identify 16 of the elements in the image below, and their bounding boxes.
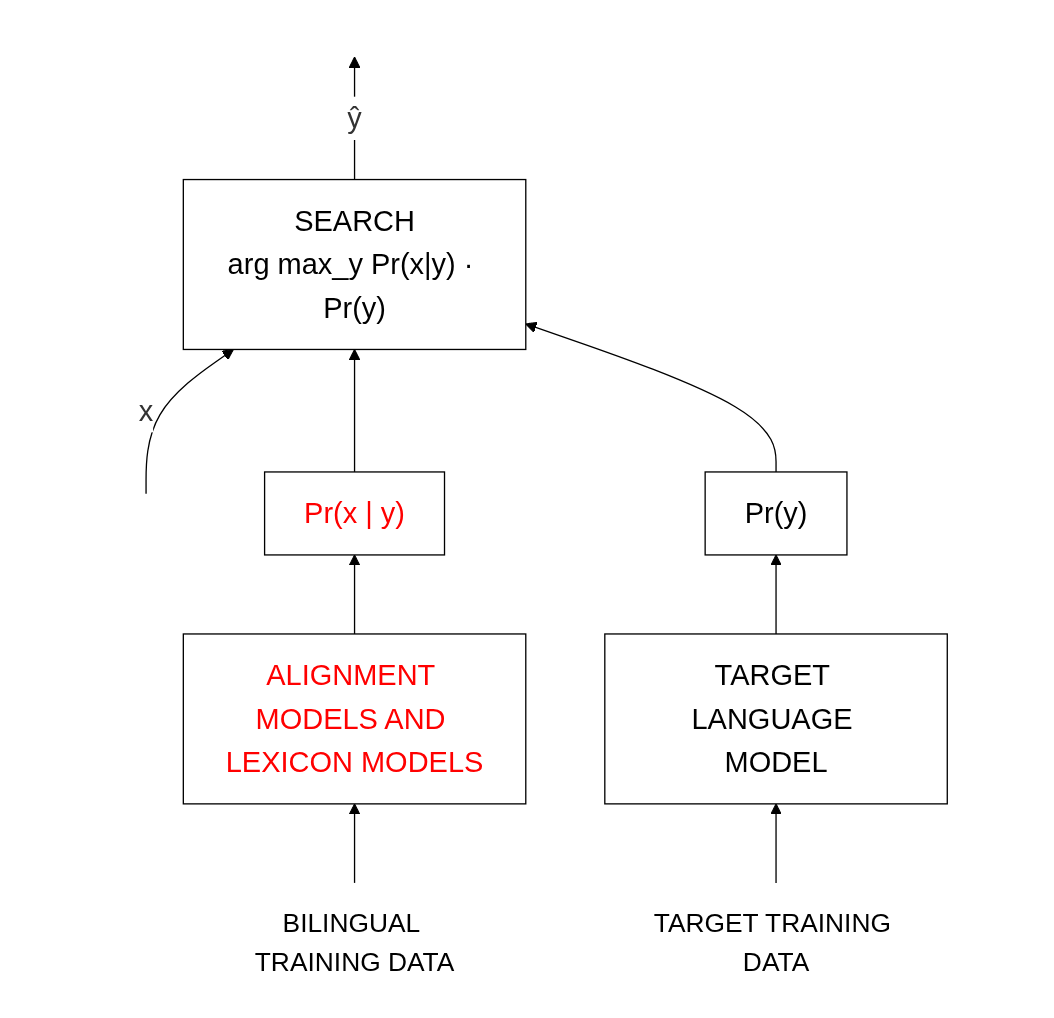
edge-label: ŷ <box>347 101 362 135</box>
node-box: TARGET LANGUAGE MODEL <box>604 632 949 805</box>
node-box: Pr(y) <box>704 470 848 556</box>
arrow <box>348 348 361 473</box>
node-text: BILINGUAL TRAINING DATA <box>254 907 455 976</box>
arrow <box>348 553 361 635</box>
arrow <box>770 553 782 635</box>
arrow <box>525 321 777 473</box>
node-box: SEARCH arg max_y Pr(x|y) · Pr(y) <box>182 178 527 350</box>
node-box: ALIGNMENT MODELS AND LEXICON MODELS <box>182 632 527 805</box>
arrow <box>348 802 361 884</box>
arrow <box>770 802 782 884</box>
arrow <box>145 348 234 494</box>
node-text: TARGET TRAINING DATA <box>653 907 892 976</box>
edge-label: x <box>138 393 154 427</box>
node-box: Pr(x | y) <box>264 470 446 556</box>
